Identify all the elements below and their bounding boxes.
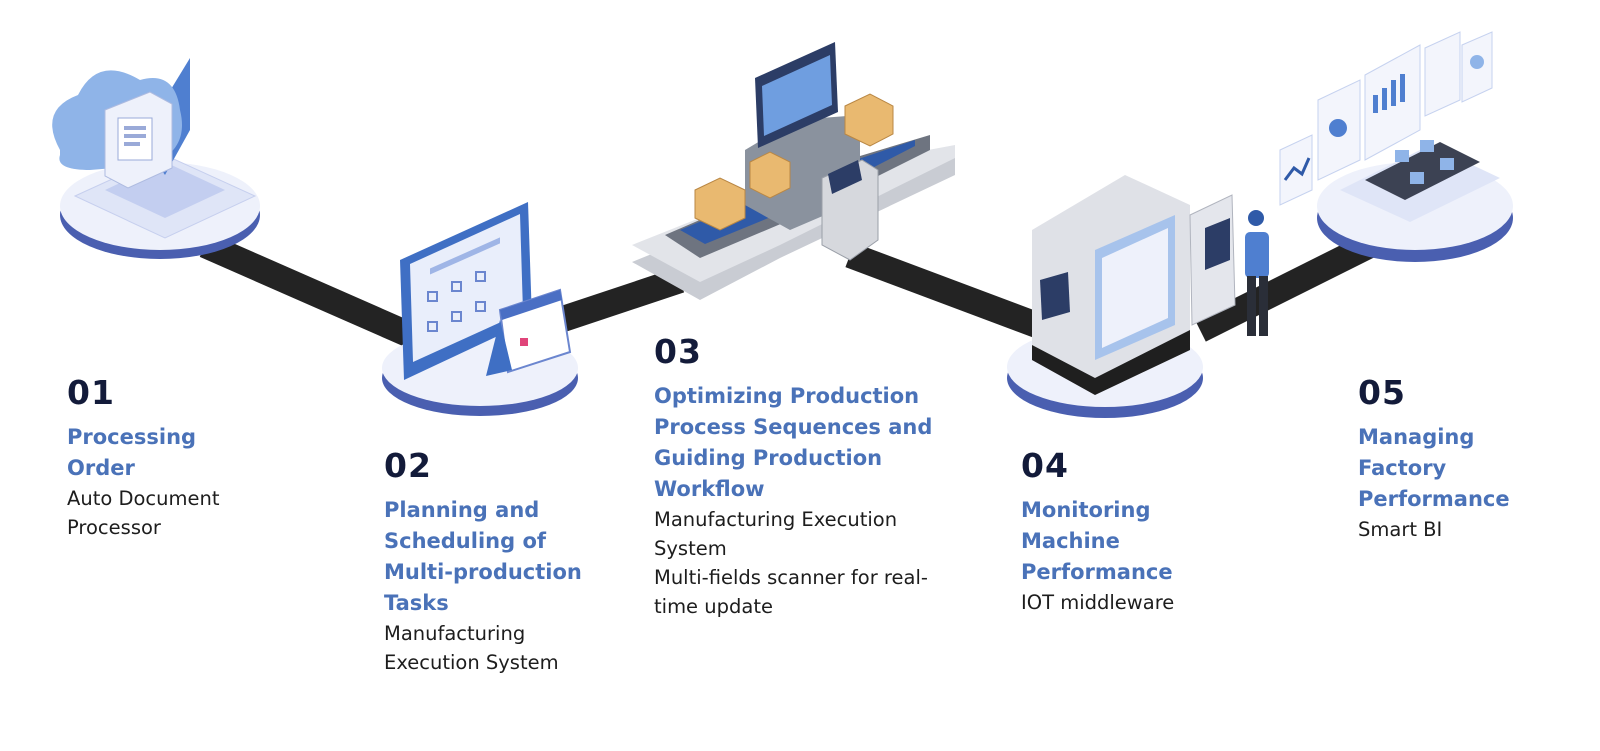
step-description: Smart BI — [1358, 518, 1443, 541]
step-number: 01 — [67, 373, 115, 412]
connector-4-5 — [1194, 228, 1386, 342]
step-description-extra: Multi-fields scanner for real-time updat… — [654, 566, 928, 618]
step-title: Managing Factory Performance — [1358, 425, 1510, 511]
station-4-machine-illustration — [1007, 175, 1269, 418]
step-description: Manufacturing Execution System — [384, 622, 559, 674]
station-1-cloud-laptop-illustration — [52, 58, 260, 259]
step-title: Processing Order — [67, 425, 197, 480]
step-description: Manufacturing Execution System — [654, 508, 898, 560]
station-3-conveyor-illustration — [632, 42, 955, 300]
connector-3-4 — [845, 242, 1055, 343]
step-number: 05 — [1358, 373, 1406, 412]
step-04: 04 Monitoring Machine Performance IOT mi… — [1021, 447, 1241, 617]
connector-2-3 — [555, 267, 685, 333]
step-number: 03 — [654, 332, 702, 371]
step-title: Planning and Scheduling of Multi-product… — [384, 498, 582, 615]
connector-roads — [199, 228, 1386, 347]
step-number: 04 — [1021, 446, 1069, 485]
step-title: Optimizing Production Process Sequences … — [654, 384, 933, 501]
step-number: 02 — [384, 446, 432, 485]
step-title: Monitoring Machine Performance — [1021, 498, 1173, 584]
step-03: 03 Optimizing Production Process Sequenc… — [654, 333, 964, 621]
station-2-planning-monitor-illustration — [382, 202, 578, 416]
step-05: 05 Managing Factory Performance Smart BI — [1358, 374, 1558, 544]
connector-1-2 — [199, 233, 416, 347]
station-5-dashboard-illustration — [1279, 31, 1513, 262]
step-description: Auto Document Processor — [67, 487, 220, 539]
step-02: 02 Planning and Scheduling of Multi-prod… — [384, 447, 624, 677]
step-description: IOT middleware — [1021, 591, 1175, 614]
step-01: 01 Processing Order Auto Document Proces… — [67, 374, 277, 542]
